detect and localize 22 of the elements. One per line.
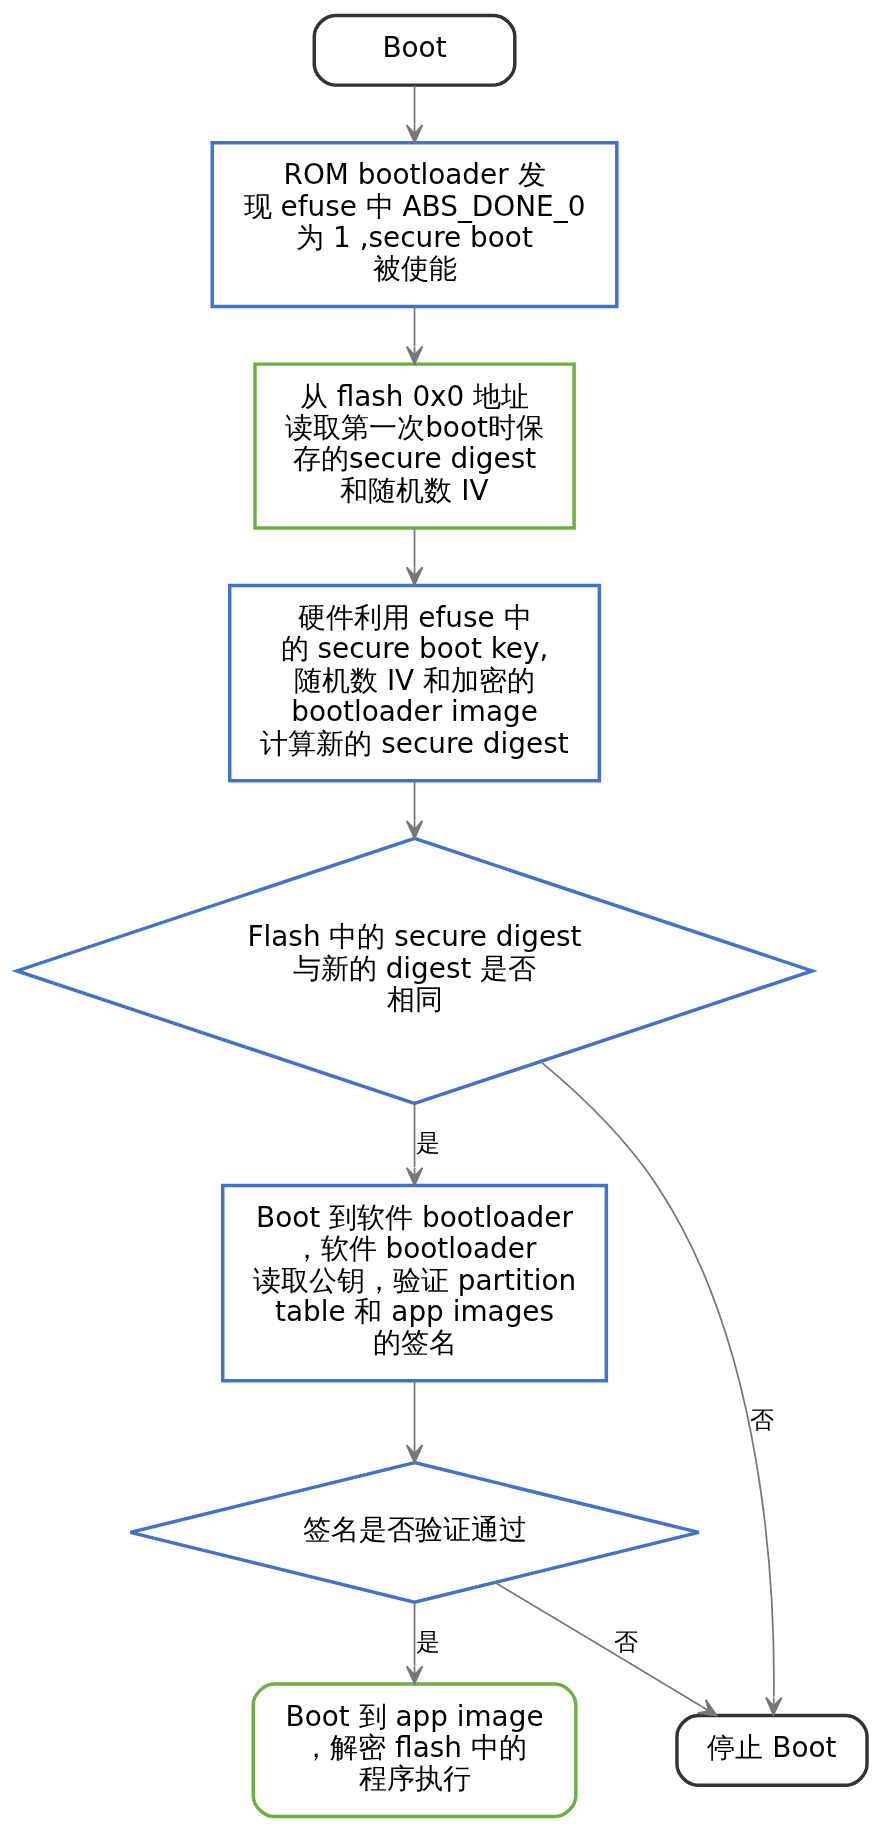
arrow	[405, 1601, 423, 1685]
arrow	[405, 84, 423, 144]
arrow	[493, 1581, 717, 1717]
node-box: 停止 Boot	[674, 1713, 869, 1787]
arrow	[539, 1061, 782, 1716]
node-diamond: 签名是否验证通过	[128, 1460, 700, 1604]
node-box: Boot	[312, 13, 517, 87]
arrow	[405, 1380, 423, 1464]
edge-label: 否	[613, 1626, 638, 1656]
node-box: Boot 到 app image ，解密 flash 中的程序执行	[251, 1682, 578, 1819]
node-box: 硬件利用 efuse 中的 secure boot key,随机数 IV 和加密的 bootloader image 计算新的 secure digest	[227, 583, 601, 783]
edge-label: 是	[415, 1127, 440, 1157]
arrow	[405, 306, 423, 365]
node-box: Boot 到软件 bootloader ，软件 bootloader 读取公钥，验证 partition table 和 app images 的签名	[220, 1183, 608, 1383]
edge-label: 否	[749, 1405, 774, 1435]
node-diamond: Flash 中的 secure digest 与新的 digest 是否相同	[10, 836, 818, 1106]
node-box: 从 flash 0x0 地址读取第一次boot时保存的secure digest 和随机数 IV	[252, 362, 576, 530]
arrow	[405, 1102, 423, 1187]
node-box: ROM bootloader 发现 efuse 中 ABS_DONE_0 为 1 ,secure boot 被使能	[210, 140, 619, 309]
arrow	[405, 780, 423, 840]
edge-label: 是	[415, 1626, 440, 1656]
arrow	[405, 527, 423, 586]
